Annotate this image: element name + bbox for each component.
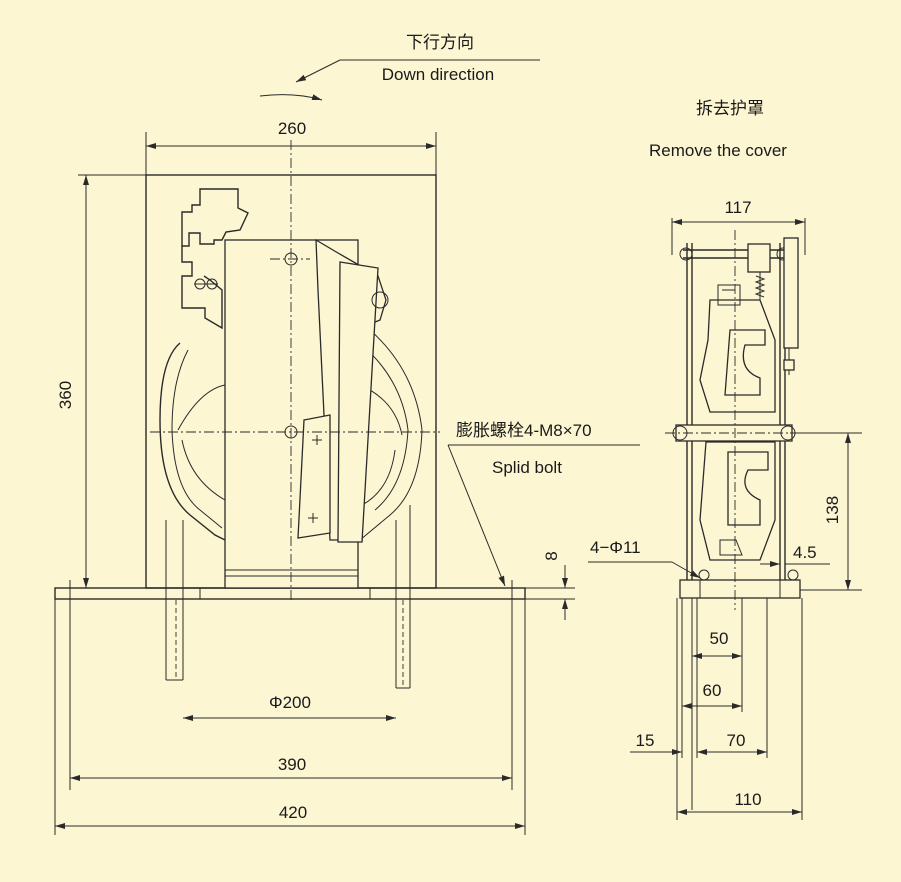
- bolt-callout: 膨胀螺栓4-M8×70 Splid bolt: [447, 421, 640, 587]
- side-view: [665, 230, 860, 610]
- dim-360: 360: [56, 381, 75, 409]
- dim-8: 8: [542, 551, 561, 560]
- front-dimensions: 260 360 8 Φ200 390 420: [54, 119, 575, 835]
- dim-420: 420: [279, 803, 307, 822]
- bolt-label-cn: 膨胀螺栓4-M8×70: [456, 421, 592, 440]
- dim-15: 15: [636, 731, 655, 750]
- bolt-label-en: Splid bolt: [492, 458, 562, 477]
- side-base: [679, 579, 801, 599]
- dim-70: 70: [727, 731, 746, 750]
- wheel: [159, 329, 423, 689]
- holes-label: 4−Φ11: [590, 538, 641, 557]
- side-dimensions: 117 138 4.5 4−Φ11 50 60 15 70 110: [588, 198, 862, 820]
- dim-260: 260: [278, 119, 306, 138]
- dim-60: 60: [703, 681, 722, 700]
- clamp-bracket: [181, 188, 249, 247]
- down-direction-cn: 下行方向: [406, 33, 474, 52]
- down-direction-arrow: 下行方向 Down direction: [259, 33, 540, 101]
- dim-110: 110: [734, 790, 761, 809]
- dim-138: 138: [823, 496, 842, 524]
- down-direction-en: Down direction: [382, 65, 494, 84]
- dim-50: 50: [710, 629, 729, 648]
- remove-cover-cn: 拆去护罩: [696, 99, 764, 118]
- dim-4-5: 4.5: [793, 543, 817, 562]
- dim-phi200: Φ200: [269, 693, 311, 712]
- front-view: [54, 140, 526, 689]
- dim-390: 390: [278, 755, 306, 774]
- base-plate: [54, 587, 526, 600]
- remove-cover-label: 拆去护罩 Remove the cover: [649, 99, 787, 160]
- remove-cover-en: Remove the cover: [649, 141, 787, 160]
- dim-117: 117: [724, 198, 751, 217]
